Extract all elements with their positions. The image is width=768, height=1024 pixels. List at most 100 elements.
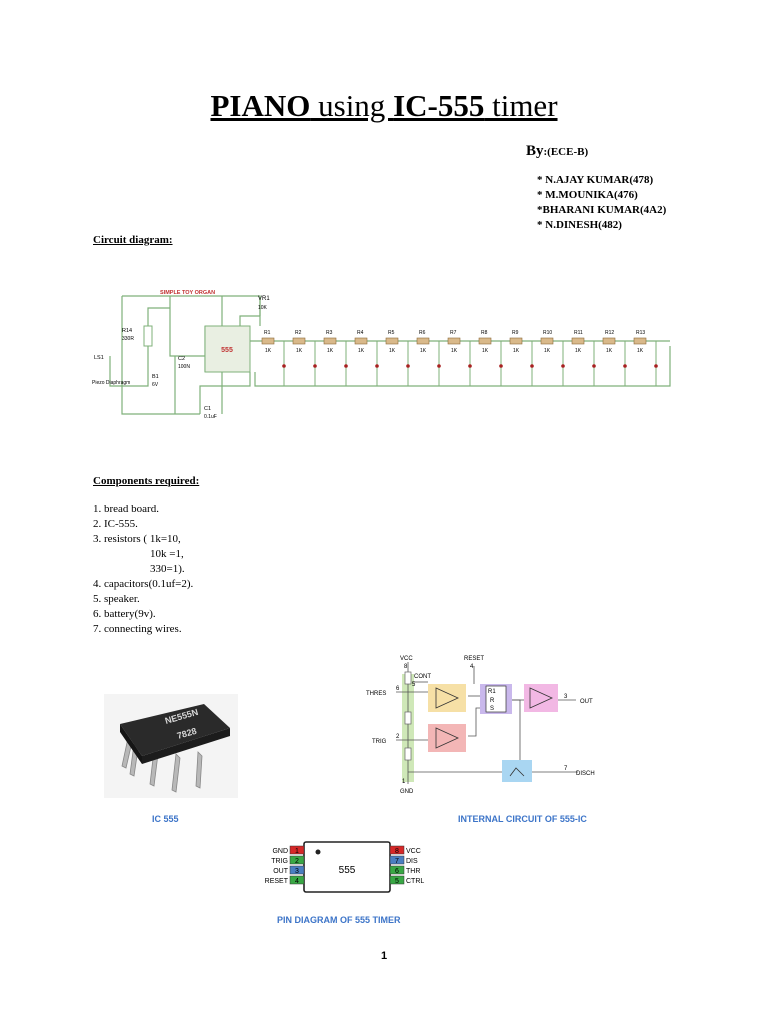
circuit-b1: B1 <box>152 374 159 380</box>
ic-555-photo: NE555N 7828 <box>104 694 238 798</box>
circuit-ls1-desc: Piezo Diaphragm <box>92 380 130 386</box>
pin-reset: 4 <box>470 664 474 670</box>
resistor-r3: R3 1K <box>323 330 348 386</box>
circuit-vr1: VR1 <box>258 296 270 302</box>
resistor-value: 1K <box>327 348 334 354</box>
resistor-value: 1K <box>575 348 582 354</box>
key-switch <box>406 364 410 368</box>
resistor-r8: R8 1K <box>478 330 503 386</box>
resistor-value: 1K <box>420 348 427 354</box>
list-item: 5. speaker. <box>93 593 140 605</box>
label-trig: TRIG <box>372 739 387 745</box>
pin-trig: 2 <box>396 734 400 740</box>
resistor-label: R8 <box>481 330 488 336</box>
pin-number: 7 <box>395 858 399 865</box>
pin-label: OUT <box>273 868 289 875</box>
resistor-r11: R11 1K <box>571 330 596 386</box>
pin-box <box>289 865 305 875</box>
resistor-label: R5 <box>388 330 395 336</box>
pin-box <box>389 865 405 875</box>
components-heading: Components required: <box>93 475 200 487</box>
list-item: 6. battery(9v). <box>93 608 156 620</box>
resistor-value: 1K <box>637 348 644 354</box>
circuit-ic-label: 555 <box>221 347 233 354</box>
resistor-value: 1K <box>513 348 520 354</box>
list-item: 330=1). <box>150 563 185 575</box>
author-item: * N.DINESH(482) <box>537 219 622 231</box>
pin-disch: 7 <box>564 766 568 772</box>
key-switch <box>437 364 441 368</box>
circuit-vr1-val: 10K <box>258 305 268 311</box>
pin-number: 6 <box>395 868 399 875</box>
pin-label: GND <box>272 848 288 855</box>
pin-label: CTRL <box>406 878 424 885</box>
pin-diagram-chip: 555 <box>339 865 356 876</box>
key-switch <box>282 364 286 368</box>
resistor-value: 1K <box>606 348 613 354</box>
page-number: 1 <box>380 950 388 962</box>
resistor-label: R3 <box>326 330 333 336</box>
list-item: 7. connecting wires. <box>93 623 182 635</box>
list-item: 3. resistors ( 1k=10, <box>93 533 181 545</box>
key-switch <box>561 364 565 368</box>
resistor-label: R11 <box>574 330 583 336</box>
circuit-c2-val: 100N <box>178 364 190 370</box>
pin-box <box>389 875 405 885</box>
components-list: 1. bread board. 2. IC-555. 3. resistors … <box>93 502 193 637</box>
pin-label: VCC <box>406 848 421 855</box>
resistor-label: R10 <box>543 330 552 336</box>
resistor-r12: R12 1K <box>602 330 627 386</box>
resistor-label: R1 <box>264 330 271 336</box>
list-item: 1. bread board. <box>93 503 159 515</box>
internal-circuit-diagram: R1 R S VCC 8 RESET 4 CONT 5 THRES 6 TRIG… <box>366 656 595 795</box>
resistor-value: 1K <box>265 348 272 354</box>
circuit-ls1: LS1 <box>94 355 104 361</box>
caption-ic: IC 555 <box>152 814 179 824</box>
key-switch <box>654 364 658 368</box>
circuit-c1-val: 0.1uF <box>204 414 217 420</box>
pin-number: 3 <box>295 868 299 875</box>
resistor-label: R7 <box>450 330 457 336</box>
resistor-label: R6 <box>419 330 426 336</box>
resistor-r7: R7 1K <box>447 330 472 386</box>
label-disch: DISCH <box>576 771 595 777</box>
ff-s: S <box>490 706 494 712</box>
resistor-label: R2 <box>295 330 302 336</box>
pin-out: 3 <box>564 694 568 700</box>
key-switch <box>592 364 596 368</box>
resistor-row: R11KR21KR31KR41KR51KR61KR71KR81KR91KR101… <box>261 330 658 386</box>
circuit-c2: C2 <box>178 356 185 362</box>
pin-box <box>389 855 405 865</box>
pin-gnd: 1 <box>402 779 406 785</box>
circuit-diagram: 555 SIMPLE TOY ORGAN VR1 10K R14 330R LS… <box>92 290 671 420</box>
circuit-heading: Circuit diagram: <box>93 234 173 246</box>
author-item: * N.AJAY KUMAR(478) <box>537 174 654 186</box>
resistor-r1: R1 1K <box>261 330 286 386</box>
author-list: * N.AJAY KUMAR(478) * M.MOUNIKA(476) *BH… <box>537 173 666 233</box>
pin-number: 8 <box>395 848 399 855</box>
resistor-label: R12 <box>605 330 614 336</box>
resistor-value: 1K <box>482 348 489 354</box>
pin-number: 1 <box>295 848 299 855</box>
pin-number: 4 <box>295 878 299 885</box>
pin-cont: 5 <box>412 682 416 688</box>
pin-number: 5 <box>395 878 399 885</box>
pin-label: RESET <box>265 878 289 885</box>
resistor-value: 1K <box>389 348 396 354</box>
key-switch <box>530 364 534 368</box>
resistor-label: R4 <box>357 330 364 336</box>
pin-box <box>389 845 405 855</box>
pin-label: DIS <box>406 858 418 865</box>
title-piano: PIANO <box>210 88 311 123</box>
title-using: using <box>310 88 394 123</box>
label-thres: THRES <box>366 691 386 697</box>
key-switch <box>375 364 379 368</box>
key-switch <box>623 364 627 368</box>
resistor-value: 1K <box>451 348 458 354</box>
author-item: *BHARANI KUMAR(4A2) <box>537 204 667 216</box>
ff-r: R <box>490 698 495 704</box>
caption-internal: INTERNAL CIRCUIT OF 555-IC <box>458 814 587 824</box>
